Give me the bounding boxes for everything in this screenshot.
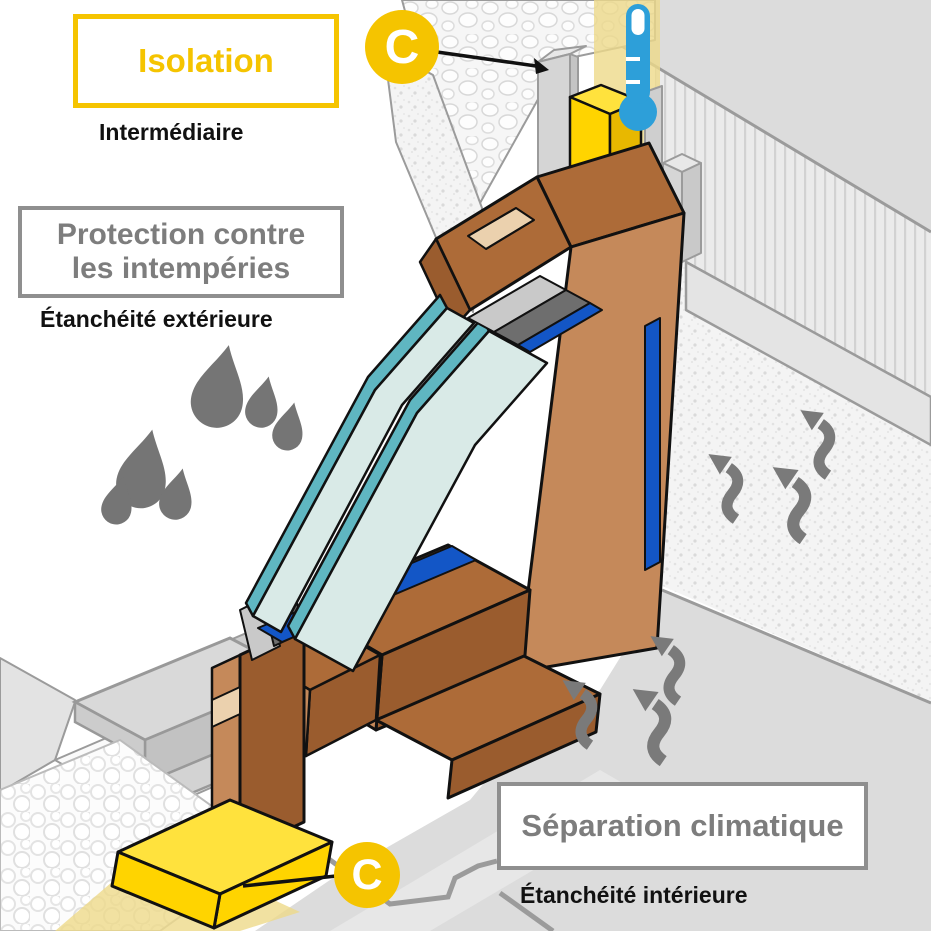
frame-body-front-face	[516, 211, 686, 674]
protection-label-box: Protection contre les intempéries	[18, 206, 344, 298]
protection-label-line2: les intempéries	[71, 252, 291, 285]
isolation-caption: Intermédiaire	[99, 119, 244, 145]
outer-pane-face	[251, 306, 476, 634]
separation-label: Séparation climatique	[521, 808, 844, 843]
separation-caption: Étanchéité intérieure	[520, 882, 748, 908]
c-badge-bottom: C	[334, 842, 400, 908]
wall-ceiling-face	[590, 0, 931, 232]
protection-label-line1: Protection contre	[56, 218, 306, 252]
sill-slope	[0, 657, 76, 793]
insulation-block-bottom	[110, 798, 334, 930]
furring-rail	[684, 260, 931, 447]
inner-pane-face	[293, 329, 549, 673]
separation-label-box: Séparation climatique	[497, 782, 868, 870]
c-badge-top: C	[365, 10, 439, 84]
seal-top	[517, 302, 603, 353]
seal-jamb	[644, 317, 661, 571]
thermometer-icon	[619, 4, 657, 131]
isolation-label-box: Isolation	[73, 14, 339, 108]
wall-masonry-band	[655, 66, 931, 397]
isolation-label: Isolation	[138, 42, 274, 79]
leg-notch	[211, 686, 241, 728]
raindrops-icon	[98, 339, 310, 528]
protection-caption: Étanchéité extérieure	[40, 306, 273, 332]
badge-pointers	[242, 50, 549, 888]
glazing-unit	[239, 275, 661, 673]
